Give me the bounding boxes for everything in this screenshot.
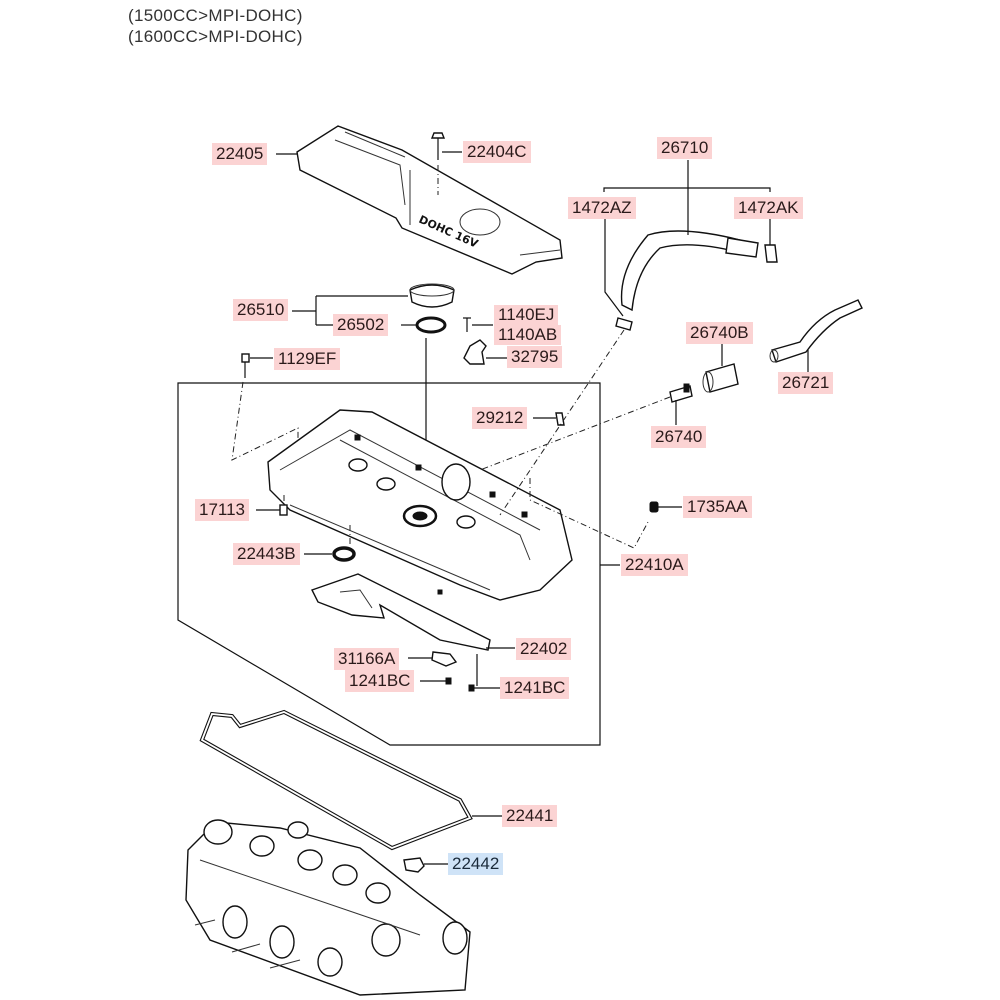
grommet-22442[interactable] (403, 857, 425, 873)
part-label-26721[interactable]: 26721 (778, 372, 834, 394)
plug-29212[interactable] (555, 412, 565, 426)
rocker-cover-22410A[interactable] (267, 409, 573, 601)
bracket-32795[interactable] (463, 339, 487, 365)
plug-17113[interactable] (279, 504, 288, 516)
baffle-plate-22402[interactable] (311, 573, 491, 651)
part-label-22404C[interactable]: 22404C (463, 141, 531, 163)
part-label-26710[interactable]: 26710 (657, 137, 713, 159)
bolt-1735AA[interactable] (649, 501, 659, 513)
part-label-26510[interactable]: 26510 (233, 299, 289, 321)
hose-26721[interactable] (769, 299, 863, 363)
clip-31166A[interactable] (431, 651, 458, 667)
part-label-22405[interactable]: 22405 (212, 143, 268, 165)
assembly-boundary (177, 382, 601, 746)
breather-hose-26710[interactable] (620, 230, 778, 312)
part-label-32795[interactable]: 32795 (507, 346, 563, 368)
part-label-22441[interactable]: 22441 (502, 805, 558, 827)
part-label-22443B[interactable]: 22443B (233, 543, 300, 565)
part-label-1472AZ[interactable]: 1472AZ (568, 197, 636, 219)
part-label-31166A[interactable]: 31166A (334, 648, 400, 670)
part-label-22410A[interactable]: 22410A (621, 554, 688, 576)
pcv-hose-26740B[interactable] (702, 363, 739, 393)
part-label-1472AK[interactable]: 1472AK (734, 197, 803, 219)
part-label-26740[interactable]: 26740 (651, 426, 707, 448)
part-label-1140EJ[interactable]: 1140EJ (494, 305, 559, 325)
engine-spec-line-2: (1600CC>MPI-DOHC) (128, 27, 303, 46)
part-label-1735AA[interactable]: 1735AA (683, 496, 752, 518)
oil-filler-cap-26510[interactable] (409, 283, 455, 308)
cylinder-head (185, 819, 471, 996)
bolt-1129EF[interactable] (241, 353, 250, 378)
part-label-1129EF[interactable]: 1129EF (274, 348, 341, 370)
engine-spec-line-1: (1500CC>MPI-DOHC) (128, 6, 303, 25)
seal-22443B[interactable] (332, 546, 356, 562)
part-label-29212[interactable]: 29212 (472, 407, 528, 429)
part-label-26740B[interactable]: 26740B (686, 322, 753, 344)
rocker-cover-gasket-22441[interactable] (199, 709, 473, 851)
part-label-17113[interactable]: 17113 (195, 499, 250, 521)
logo-emblem-icon (459, 208, 501, 236)
part-label-22442-selected[interactable]: 22442 (448, 853, 504, 875)
clamp-1472AZ[interactable] (615, 317, 633, 331)
part-label-1140AB[interactable]: 1140AB (494, 325, 562, 345)
part-label-1241BC-left[interactable]: 1241BC (345, 670, 415, 692)
part-label-1241BC-right[interactable]: 1241BC (500, 677, 570, 699)
cap-gasket-26502[interactable] (415, 316, 447, 334)
part-label-26502[interactable]: 26502 (333, 314, 389, 336)
bolt-1140[interactable] (463, 317, 471, 332)
bolt-22404C[interactable] (430, 132, 446, 195)
bolt-1241BC-right[interactable] (468, 684, 475, 692)
pcv-valve-26740[interactable] (669, 383, 693, 403)
bolt-1241BC-left[interactable] (445, 677, 452, 685)
part-label-22402[interactable]: 22402 (516, 638, 572, 660)
